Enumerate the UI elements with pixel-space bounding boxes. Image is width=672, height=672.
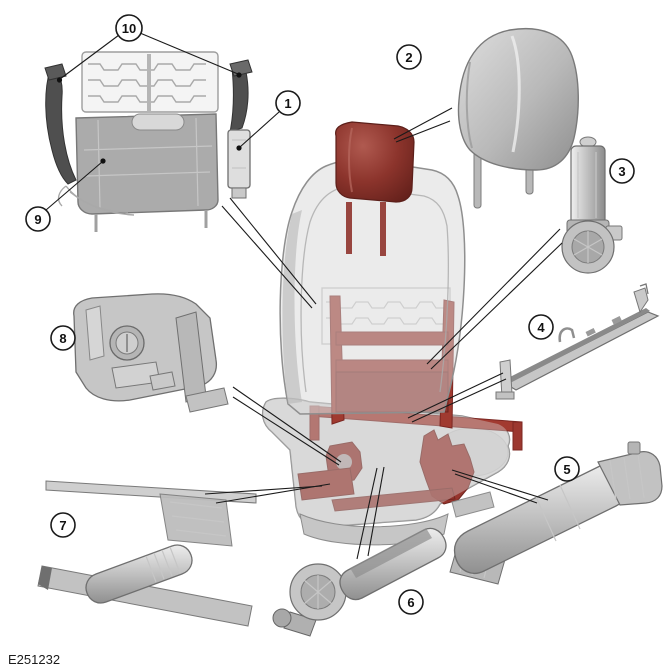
callout-circle (25, 206, 51, 232)
side-valance-panel-illustration (73, 293, 229, 413)
recline-motor-illustration (561, 136, 623, 274)
callout-number: 5 (563, 462, 570, 477)
callout-number: 1 (284, 96, 291, 111)
callout-number: 8 (59, 331, 66, 346)
backrest-panel-assembly-illustration (44, 51, 253, 232)
leader-line (232, 396, 340, 466)
callout-4: 4 (528, 314, 554, 340)
callout-number: 7 (59, 518, 66, 533)
callout-number: 9 (34, 212, 41, 227)
leader-lines (45, 32, 563, 560)
callout-8: 8 (50, 325, 76, 351)
callout-circle (396, 44, 422, 70)
callout-5: 5 (554, 456, 580, 482)
leader-dot (236, 72, 242, 78)
leader-dot (236, 145, 242, 151)
leader-dot (100, 158, 106, 164)
callout-circle (115, 14, 143, 42)
callout-circle (50, 325, 76, 351)
leader-line (454, 473, 538, 504)
seat-track-rail-illustration (495, 283, 660, 400)
track-motor-assembly-illustration (37, 480, 257, 627)
leader-line (430, 242, 563, 370)
leader-line (407, 372, 504, 419)
callout-3: 3 (609, 158, 635, 184)
leader-dot (56, 77, 63, 83)
callout-2: 2 (396, 44, 422, 70)
callout-number: 10 (122, 21, 136, 36)
callout-7: 7 (50, 512, 76, 538)
leader-line (139, 32, 239, 75)
leader-line (45, 161, 103, 211)
callout-circle (50, 512, 76, 538)
figure-code: E251232 (8, 652, 60, 667)
cushion-motor-illustration (272, 527, 447, 637)
leader-line (451, 469, 549, 501)
leader-line (239, 111, 280, 148)
headrest-illustration (457, 28, 579, 209)
callout-1: 1 (275, 90, 301, 116)
callout-number: 2 (405, 50, 412, 65)
height-adjust-motor-illustration (449, 441, 663, 585)
leader-line (215, 483, 331, 504)
callout-circle (554, 456, 580, 482)
callout-circle (528, 314, 554, 340)
leader-line (367, 466, 385, 557)
leader-line (393, 107, 453, 140)
callout-circle (398, 589, 424, 615)
seat-assembly-illustration (261, 121, 523, 546)
leader-line (426, 228, 561, 365)
leader-line (229, 197, 317, 305)
leader-line (356, 467, 378, 560)
leader-line (204, 485, 323, 495)
callout-number: 3 (618, 164, 625, 179)
callout-circle (609, 158, 635, 184)
leader-line (221, 205, 313, 309)
callout-number: 6 (407, 595, 414, 610)
leader-line (232, 386, 342, 463)
leader-line (395, 120, 451, 143)
callout-circle (275, 90, 301, 116)
callout-6: 6 (398, 589, 424, 615)
leader-line (59, 34, 120, 80)
callout-number: 4 (537, 320, 545, 335)
installed-headrest-red (335, 121, 415, 256)
callout-10: 10 (115, 14, 143, 42)
callout-9: 9 (25, 206, 51, 232)
leader-line (411, 378, 507, 423)
